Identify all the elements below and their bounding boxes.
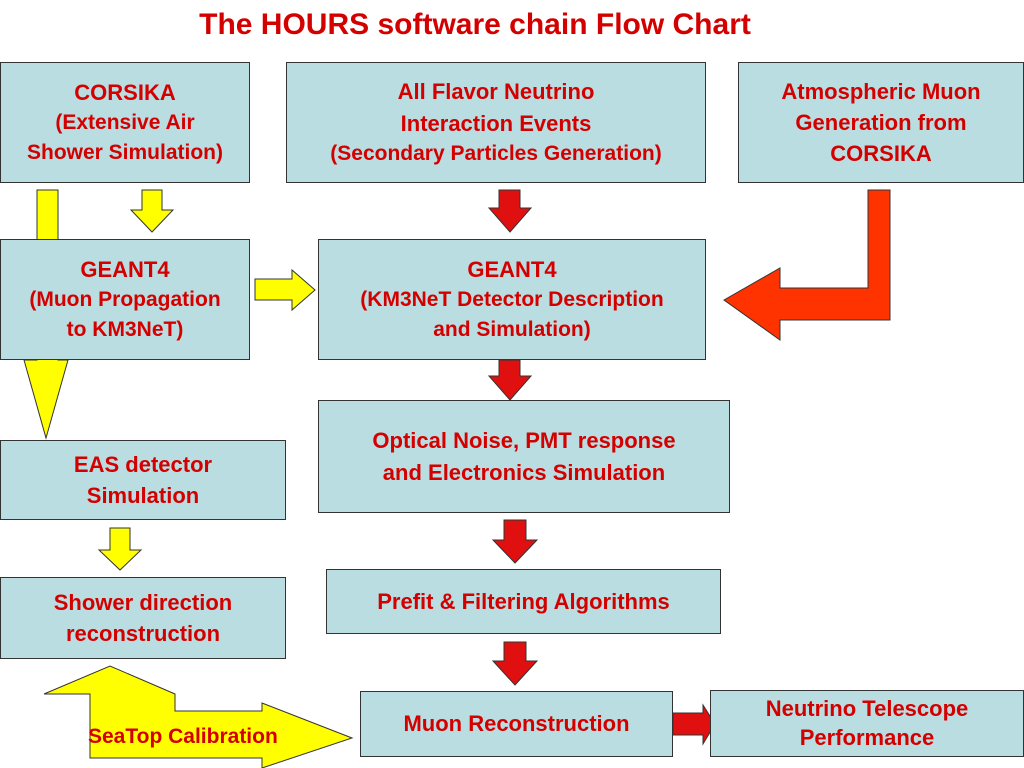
page-title: The HOURS software chain Flow Chart	[199, 8, 751, 41]
box-title: Neutrino Telescope	[765, 695, 969, 721]
arrow-optical-to-prefit	[491, 519, 539, 564]
arrow-prefit-to-muon-reco	[491, 641, 539, 686]
arrow-muon-reco-to-performance	[672, 703, 716, 746]
box-text: (Secondary Particles Generation)	[330, 141, 662, 165]
box-title: All Flavor Neutrino	[397, 79, 595, 105]
arrow-geant4-to-optical	[487, 359, 533, 401]
box-text: to KM3NeT)	[66, 318, 184, 342]
eas-detector-box: EAS detector Simulation	[0, 440, 286, 520]
neutrino-events-box: All Flavor Neutrino Interaction Events (…	[286, 62, 706, 183]
arrow-corsika-to-geant4	[129, 189, 175, 233]
muon-reconstruction-box: Muon Reconstruction	[360, 691, 673, 757]
telescope-performance-box: Neutrino Telescope Performance	[710, 690, 1024, 757]
box-text: Shower Simulation)	[26, 141, 223, 165]
box-text: (Extensive Air	[55, 111, 195, 135]
shower-direction-box: Shower direction reconstruction	[0, 577, 286, 659]
box-title: GEANT4	[80, 257, 170, 283]
box-title: and Electronics Simulation	[382, 459, 666, 485]
seatop-calibration-label: SeaTop Calibration	[88, 725, 278, 748]
box-text: and Simulation)	[433, 318, 591, 342]
box-title: Simulation	[86, 483, 200, 508]
box-title: Atmospheric Muon	[781, 78, 981, 104]
box-title: Prefit & Filtering Algorithms	[377, 588, 670, 614]
corsika-box: CORSIKA (Extensive Air Shower Simulation…	[0, 62, 250, 183]
arrow-atm-muon-to-geant4	[723, 189, 891, 341]
geant4-muon-propagation-box: GEANT4 (Muon Propagation to KM3NeT)	[0, 239, 250, 360]
arrow-seatop-calibration	[43, 665, 354, 768]
box-text: (Muon Propagation	[29, 288, 221, 312]
box-title: CORSIKA	[830, 141, 932, 167]
prefit-filtering-box: Prefit & Filtering Algorithms	[326, 569, 721, 634]
box-title: Optical Noise, PMT response	[372, 428, 676, 454]
box-title: EAS detector	[73, 451, 213, 477]
arrow-geant4-to-geant4-km3net	[254, 268, 316, 312]
box-title: Interaction Events	[400, 110, 592, 136]
box-title: reconstruction	[65, 621, 221, 646]
box-title: Muon Reconstruction	[403, 711, 630, 737]
arrow-neutrino-to-geant4	[487, 189, 533, 233]
box-title: Shower direction	[53, 589, 233, 615]
arrow-eas-to-shower	[97, 527, 143, 571]
atmospheric-muon-box: Atmospheric Muon Generation from CORSIKA	[738, 62, 1024, 183]
box-title: Generation from	[795, 109, 967, 135]
box-title: CORSIKA	[74, 80, 176, 106]
box-title: GEANT4	[467, 257, 557, 283]
box-text: (KM3NeT Detector Description	[360, 288, 664, 312]
box-title: Performance	[799, 724, 935, 750]
geant4-km3net-box: GEANT4 (KM3NeT Detector Description and …	[318, 239, 706, 360]
optical-noise-box: Optical Noise, PMT response and Electron…	[318, 400, 730, 513]
